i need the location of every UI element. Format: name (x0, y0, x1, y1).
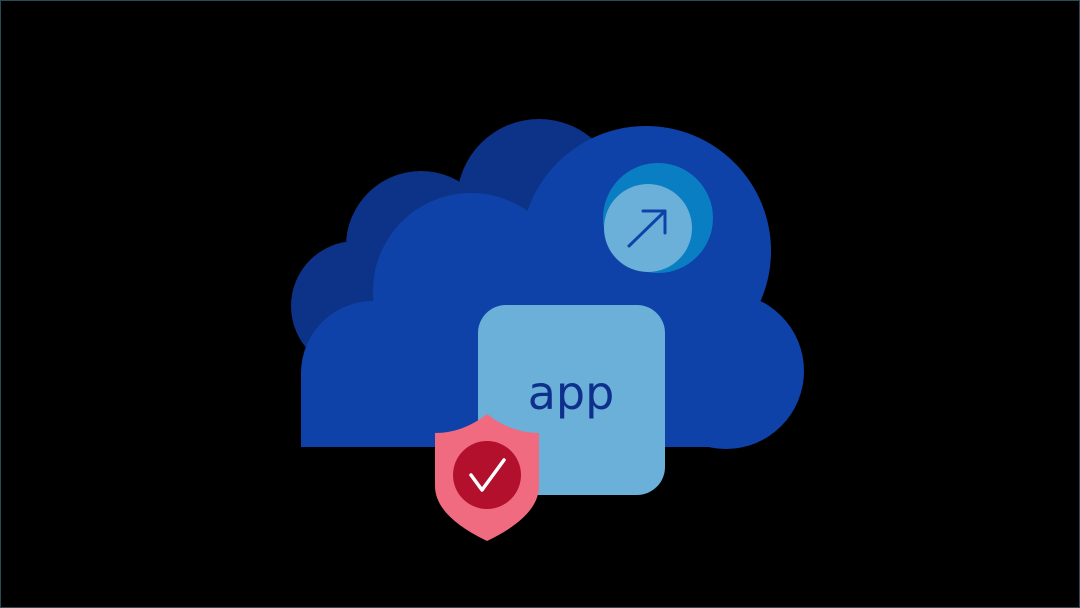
check-disc (453, 441, 521, 509)
arrow-up-right-icon (603, 163, 713, 273)
check-icon (469, 458, 506, 492)
shield-check-icon (435, 414, 539, 541)
app-tile-label: app (528, 366, 615, 420)
